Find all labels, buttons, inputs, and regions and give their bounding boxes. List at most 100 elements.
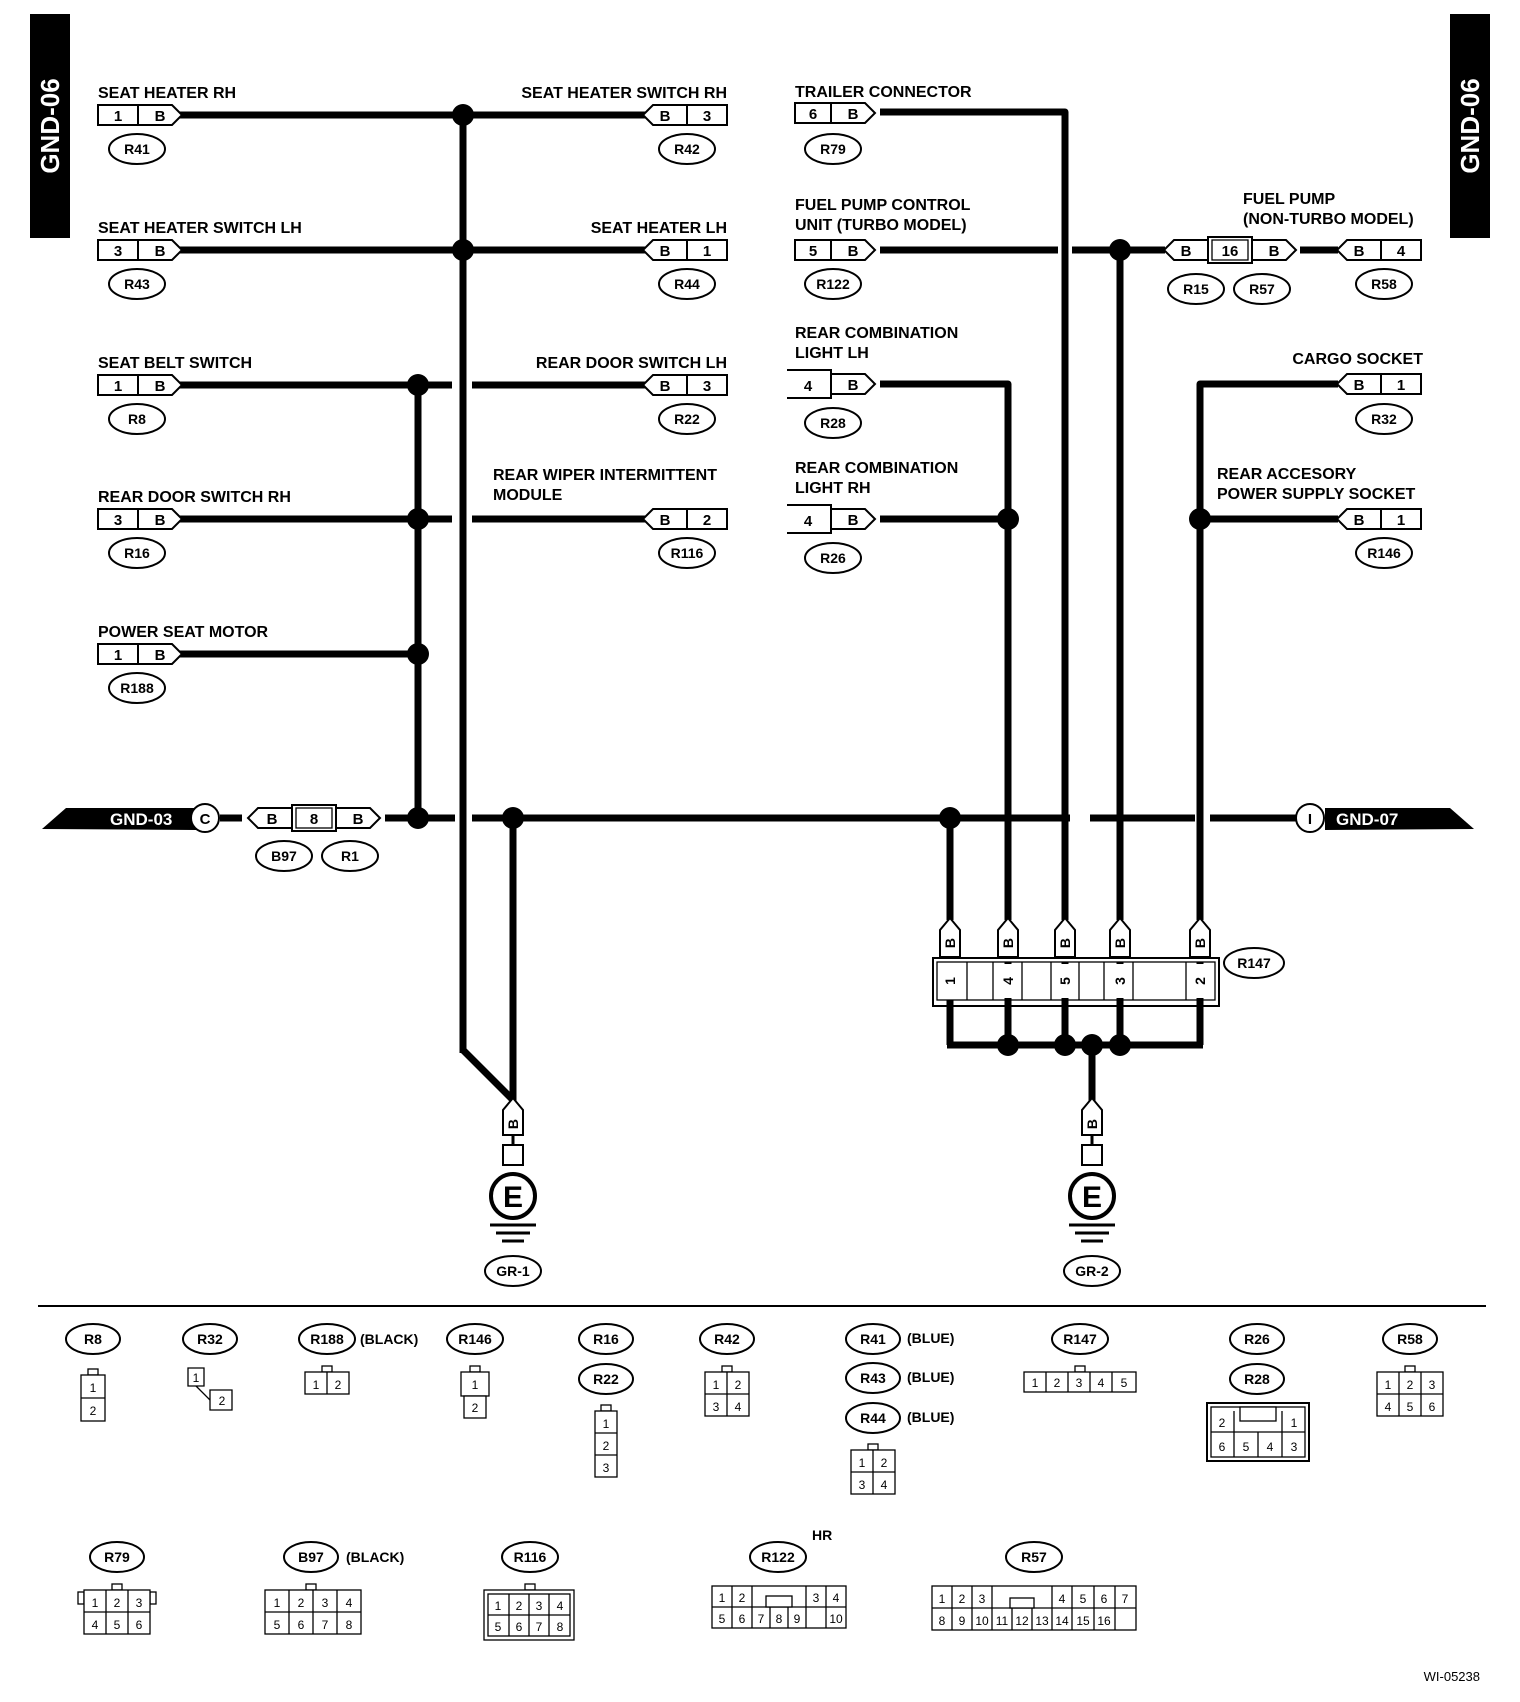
right-side-tab: GND-06: [1450, 14, 1490, 238]
seat-heater-rh-pin: 1: [114, 108, 122, 125]
bus-right-ref-label: GND-07: [1336, 810, 1398, 829]
rear-comb-light-rh-pin: 4: [804, 513, 813, 530]
legend-r44-note: (BLUE): [907, 1409, 954, 1425]
rear-comb-light-rh-connector: R26: [820, 550, 846, 566]
joint-r15-r57-pin: 16: [1222, 243, 1239, 260]
legend-r58-pin: 3: [1429, 1378, 1436, 1392]
seat-heater-lh-pin-b: B: [660, 243, 671, 260]
legend-r42-id: R42: [714, 1331, 740, 1347]
legend-r57-pin: 4: [1059, 1592, 1066, 1606]
legend-r122-id: R122: [761, 1549, 795, 1565]
legend-r116-pin: 6: [516, 1620, 523, 1634]
legend-b97-pin: 1: [274, 1596, 281, 1610]
fuel-pump-control-pin-b: B: [848, 243, 859, 260]
wires: [42, 108, 1474, 1104]
legend-r57-pin: 5: [1080, 1592, 1087, 1606]
legend-r57-pin: 16: [1097, 1614, 1111, 1628]
rear-comb-light-lh-pin-b: B: [848, 377, 859, 394]
legend-r28-pin: 6: [1219, 1440, 1226, 1454]
legend-r116-pin: 7: [536, 1620, 543, 1634]
rear-accessory-socket-pin: 1: [1397, 512, 1405, 529]
right-side-tab-label: GND-06: [1455, 78, 1485, 173]
legend-r43-note: (BLUE): [907, 1369, 954, 1385]
rear-wiper-module-label-2: MODULE: [493, 487, 563, 504]
legend-r116-id: R116: [514, 1549, 547, 1565]
rear-combination-light-rh: REAR COMBINATION LIGHT RH 4 B R26: [787, 460, 958, 574]
ground-gr-1: B E GR-1: [484, 1096, 542, 1287]
legend-r44-id: R44: [860, 1410, 886, 1426]
junction-dots: [407, 104, 1211, 1056]
power-seat-motor-label: POWER SEAT MOTOR: [98, 624, 269, 641]
rear-accessory-socket-pin-b: B: [1354, 512, 1365, 529]
joint-b97-pin-b: B: [267, 811, 278, 828]
legend-r8-id: R8: [84, 1331, 102, 1347]
seat-heater-switch-rh-connector: R42: [674, 141, 700, 157]
legend-r79-pin: 3: [136, 1596, 143, 1610]
legend-r57-pin: 1: [939, 1592, 946, 1606]
legend-r43-id: R43: [860, 1370, 886, 1386]
seat-heater-switch-lh-pin: 3: [114, 243, 122, 260]
legend-r122-pin: 10: [829, 1612, 843, 1626]
joint-b97-r1: B 8 B B97 R1: [246, 804, 382, 872]
r147-tab-4: B: [997, 916, 1019, 958]
legend-r116-pin: 4: [557, 1599, 564, 1613]
rear-door-switch-lh-pin-b: B: [660, 378, 671, 395]
r147-tab-1-label: B: [942, 938, 958, 948]
r147-pin-3: 3: [1112, 977, 1128, 985]
legend-r122-pin: 3: [813, 1591, 820, 1605]
rear-door-switch-rh-connector: R16: [124, 545, 150, 561]
legend-r8-pin: 1: [90, 1381, 97, 1395]
legend-r57-pin: 9: [959, 1614, 966, 1628]
legend-b97-pin: 8: [346, 1618, 353, 1632]
trailer-connector: TRAILER CONNECTOR 6 B R79: [794, 84, 972, 165]
fuel-pump-label-1: FUEL PUMP: [1243, 191, 1335, 208]
seat-heater-switch-rh-label: SEAT HEATER SWITCH RH: [521, 85, 727, 102]
rear-comb-light-lh-pin: 4: [804, 378, 813, 395]
seat-heater-lh-connector: R44: [674, 276, 700, 292]
joint-connector-r147: B B B B B 1 4 5 3 2 R147: [932, 916, 1285, 1007]
legend-r41-note: (BLUE): [907, 1330, 954, 1346]
rear-comb-light-lh-connector: R28: [820, 415, 846, 431]
rear-wiper-module: REAR WIPER INTERMITTENT MODULE B 2 R116: [493, 467, 728, 569]
r147-pin-4: 4: [1000, 977, 1016, 985]
seat-heater-switch-lh-label: SEAT HEATER SWITCH LH: [98, 220, 302, 237]
legend-r41-r43-r44: R41 (BLUE) R43 (BLUE) R44 (BLUE) 1 2 3 4: [845, 1323, 954, 1495]
rear-comb-light-rh-label-2: LIGHT RH: [795, 480, 871, 497]
seat-heater-switch-rh-pin-b: B: [660, 108, 671, 125]
legend-r122-pin: 1: [719, 1591, 726, 1605]
legend-r32-id: R32: [197, 1331, 223, 1347]
legend-r57-pin: 10: [975, 1614, 989, 1628]
power-seat-motor-connector: R188: [120, 680, 154, 696]
legend-r32-pin: 2: [219, 1394, 226, 1408]
legend-r147-pin: 5: [1121, 1376, 1128, 1390]
gr-2-ref: GR-2: [1075, 1263, 1109, 1279]
r147-tab-2-label: B: [1192, 938, 1208, 948]
rear-door-switch-lh-label: REAR DOOR SWITCH LH: [536, 355, 727, 372]
cargo-socket-pin-b: B: [1354, 377, 1365, 394]
rear-wiper-module-label-1: REAR WIPER INTERMITTENT: [493, 467, 717, 484]
rear-door-switch-lh: REAR DOOR SWITCH LH B 3 R22: [536, 355, 728, 435]
gr-2-letter: E: [1082, 1181, 1102, 1214]
legend-r28-id: R28: [1244, 1371, 1270, 1387]
r147-pin-2: 2: [1192, 977, 1208, 985]
legend-r42-pin: 2: [735, 1378, 742, 1392]
legend-r122-pin: 7: [758, 1612, 765, 1626]
joint-b97-r1-pin: 8: [310, 811, 318, 828]
legend-r57-pin: 14: [1055, 1614, 1069, 1628]
legend-r58-pin: 6: [1429, 1400, 1436, 1414]
left-side-tab: GND-06: [30, 14, 70, 238]
seat-heater-rh-connector: R41: [124, 141, 150, 157]
legend-r28-pin: 3: [1291, 1440, 1298, 1454]
legend-r58-pin: 1: [1385, 1378, 1392, 1392]
cargo-socket-connector: R32: [1371, 411, 1397, 427]
legend-r79-id: R79: [104, 1549, 130, 1565]
legend-r58-pin: 2: [1407, 1378, 1414, 1392]
legend-r146-id: R146: [458, 1331, 492, 1347]
seat-heater-rh: SEAT HEATER RH 1 B R41: [97, 85, 236, 165]
legend-r188-note: (BLACK): [360, 1331, 418, 1347]
legend-r42: R42 1 2 3 4: [699, 1323, 755, 1417]
joint-r15-r57: B 16 B R15 R57: [1162, 236, 1298, 305]
legend-r26-id: R26: [1244, 1331, 1270, 1347]
rear-comb-light-lh-label-1: REAR COMBINATION: [795, 325, 958, 342]
legend-r122-pin: 5: [719, 1612, 726, 1626]
